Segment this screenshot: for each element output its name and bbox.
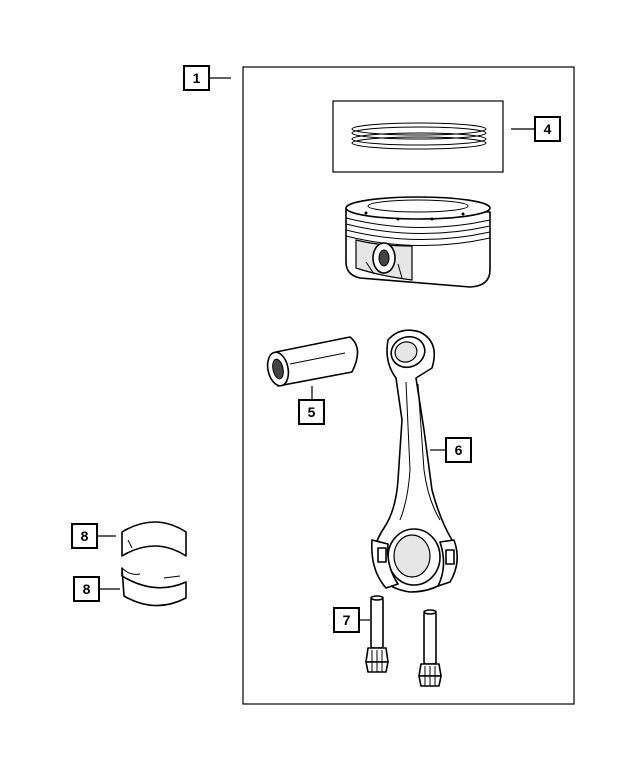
callout-8-lower-label: 8 <box>83 581 91 597</box>
bearing-upper <box>121 521 187 557</box>
piston-rings <box>351 122 487 150</box>
rod-bolt-right <box>418 609 442 687</box>
callout-6-label: 6 <box>455 442 463 458</box>
callout-7-label: 7 <box>343 612 351 628</box>
callout-1[interactable]: 1 <box>183 65 231 91</box>
rings-frame <box>332 100 504 173</box>
callout-8-upper-label: 8 <box>81 528 89 544</box>
callout-6[interactable]: 6 <box>430 437 472 463</box>
callout-5[interactable]: 5 <box>298 386 325 425</box>
piston <box>345 196 491 288</box>
callout-5-label: 5 <box>308 404 316 420</box>
rod-bolt-left <box>365 595 389 673</box>
callout-8-lower[interactable]: 8 <box>73 576 120 602</box>
piston-pin <box>266 336 359 387</box>
callout-8-upper[interactable]: 8 <box>71 523 116 549</box>
connecting-rod <box>370 329 458 593</box>
assembly-frame <box>242 66 575 705</box>
callout-4-label: 4 <box>544 121 552 137</box>
bearing-lower <box>121 567 187 607</box>
callout-1-label: 1 <box>193 70 201 86</box>
callout-7[interactable]: 7 <box>333 607 370 633</box>
callout-4[interactable]: 4 <box>511 116 561 142</box>
